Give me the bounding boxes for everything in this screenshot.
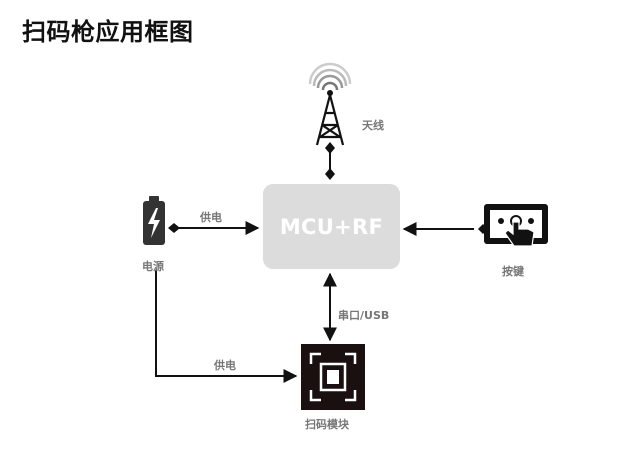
power-supply-label-bottom: 供电 <box>214 359 236 372</box>
power-label: 电源 <box>142 260 164 273</box>
mcu-rf-block: MCU+RF <box>263 184 400 269</box>
battery-icon <box>143 196 165 245</box>
page-title: 扫码枪应用框图 <box>22 18 194 46</box>
keys-link <box>402 222 488 236</box>
serial-usb-label: 串口/USB <box>338 309 390 322</box>
power-link-scanner <box>155 270 298 383</box>
antenna-icon <box>308 62 352 146</box>
touch-keypad-icon <box>484 204 548 247</box>
power-supply-label-top: 供电 <box>200 211 222 224</box>
scan-frame-icon <box>301 344 365 410</box>
power-link-mcu <box>168 221 260 235</box>
antenna-link <box>325 142 335 180</box>
antenna-label: 天线 <box>362 119 384 132</box>
keys-label: 按键 <box>502 265 524 278</box>
mcu-rf-label: MCU+RF <box>279 214 384 239</box>
scanner-module-label: 扫码模块 <box>305 418 349 431</box>
